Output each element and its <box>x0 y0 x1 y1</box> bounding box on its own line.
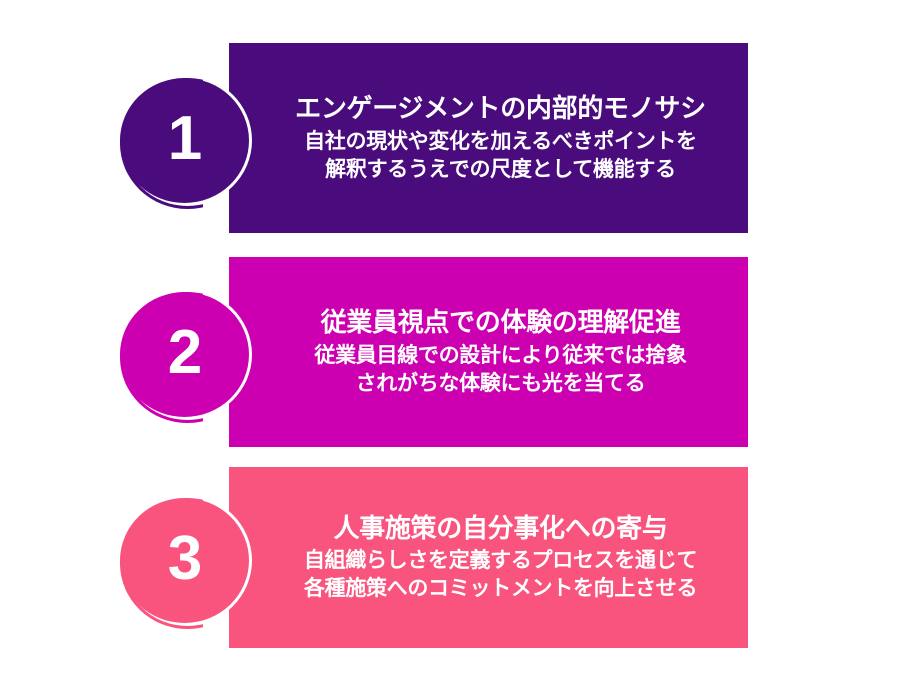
step-title: エンゲージメントの内部的モノサシ <box>295 93 706 124</box>
step-panel-2: 従業員視点での体験の理解促進 従業員目線での設計により従来では捨象 されがちな体… <box>229 257 748 447</box>
step-title: 従業員視点での体験の理解促進 <box>320 307 681 338</box>
step-description-line: 自社の現状や変化を加えるべきポイントを <box>304 129 697 153</box>
step-row-3: 人事施策の自分事化への寄与 自組織らしさを定義するプロセスを通じて 各種施策への… <box>0 467 900 648</box>
step-number: 1 <box>167 103 202 173</box>
step-badge-3: 3 <box>117 495 252 626</box>
step-description-line: 従業員目線での設計により従来では捨象 <box>314 343 687 367</box>
step-description: 自社の現状や変化を加えるべきポイントを 解釈するうえでの尺度として機能する <box>304 128 697 184</box>
step-description: 自組織らしさを定義するプロセスを通じて 各種施策へのコミットメントを向上させる <box>303 547 698 603</box>
step-description-line: されがちな体験にも光を当てる <box>355 371 646 395</box>
step-number: 2 <box>167 317 202 387</box>
step-description-line: 解釈するうえでの尺度として機能する <box>325 157 676 181</box>
step-row-1: エンゲージメントの内部的モノサシ 自社の現状や変化を加えるべきポイントを 解釈す… <box>0 43 900 233</box>
step-title: 人事施策の自分事化への寄与 <box>333 512 668 543</box>
step-description-line: 各種施策へのコミットメントを向上させる <box>303 577 698 601</box>
step-row-2: 従業員視点での体験の理解促進 従業員目線での設計により従来では捨象 されがちな体… <box>0 257 900 447</box>
step-description: 従業員目線での設計により従来では捨象 されがちな体験にも光を当てる <box>314 342 686 398</box>
step-badge-2: 2 <box>117 289 252 420</box>
step-description-line: 自組織らしさを定義するプロセスを通じて <box>303 549 698 572</box>
step-panel-3: 人事施策の自分事化への寄与 自組織らしさを定義するプロセスを通じて 各種施策への… <box>229 467 748 648</box>
step-panel-1: エンゲージメントの内部的モノサシ 自社の現状や変化を加えるべきポイントを 解釈す… <box>229 43 748 233</box>
step-number: 3 <box>167 523 202 593</box>
step-badge-1: 1 <box>117 75 252 206</box>
